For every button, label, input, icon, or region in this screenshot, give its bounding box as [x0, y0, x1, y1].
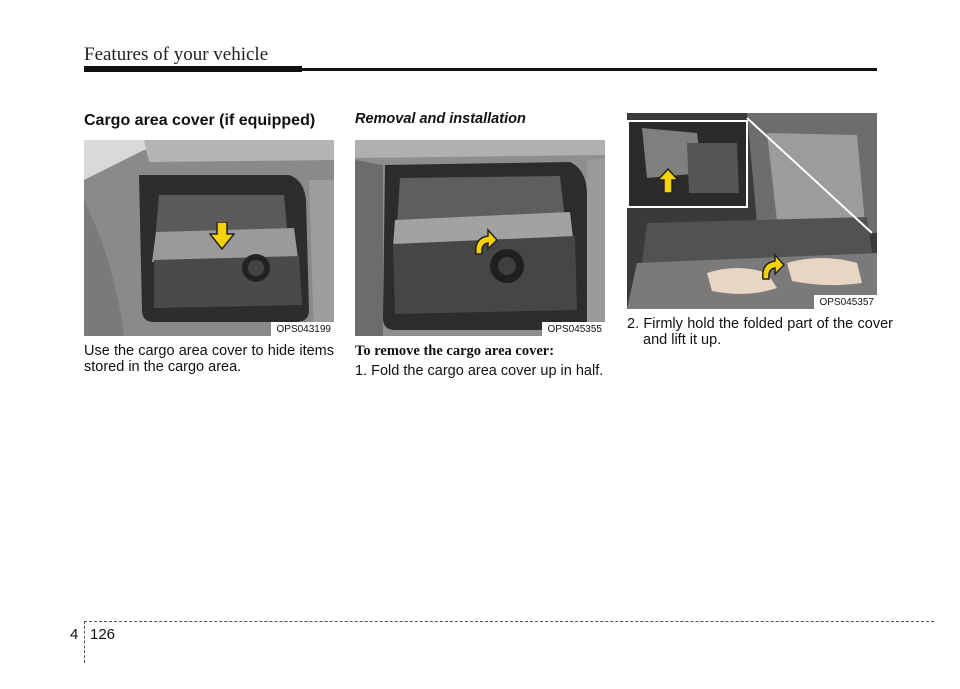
- section-heading: Cargo area cover (if equipped): [84, 112, 316, 129]
- intro-paragraph: Use the cargo area cover to hide items s…: [84, 343, 334, 375]
- figure-caption: OPS043199: [270, 322, 334, 336]
- subsection-heading: Removal and installation: [355, 111, 526, 127]
- header-rule: [84, 68, 877, 71]
- procedure-step: 2. Firmly hold the folded part of the co…: [627, 316, 893, 348]
- header-title: Features of your vehicle: [84, 44, 269, 65]
- curved-arrow-icon: [762, 253, 785, 280]
- footer-divider: [84, 621, 85, 663]
- procedure-heading: To remove the cargo area cover:: [355, 343, 555, 359]
- chapter-number: 4: [70, 626, 79, 643]
- figure-caption: OPS045355: [541, 322, 605, 336]
- arrow-down-icon: [209, 222, 235, 250]
- figure-fold-cover: OPS045355: [355, 140, 605, 336]
- footer-rule: [84, 621, 934, 622]
- arrow-up-icon: [657, 168, 679, 194]
- fold-cover-illustration: [355, 140, 605, 336]
- figure-cargo-cover: OPS043199: [84, 140, 334, 336]
- figure-lift-cover: OPS045357: [627, 113, 877, 309]
- curved-arrow-icon: [475, 228, 498, 255]
- page-number: 126: [90, 626, 116, 643]
- lift-cover-illustration: [627, 113, 877, 309]
- cargo-cover-illustration: [84, 140, 334, 336]
- procedure-step: 1. Fold the cargo area cover up in half.: [355, 363, 604, 379]
- figure-caption: OPS045357: [813, 295, 877, 309]
